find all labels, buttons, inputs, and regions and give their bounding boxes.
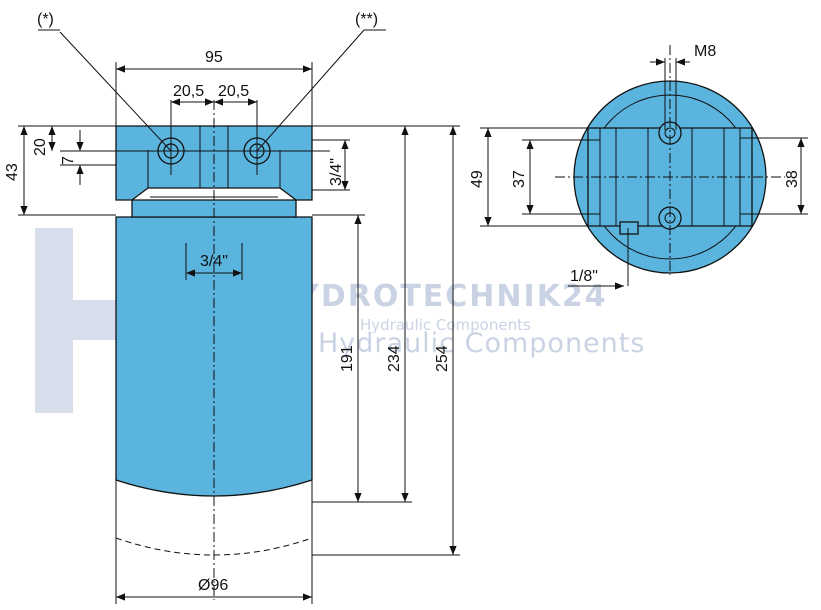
- dim-thread-m8: M8: [694, 43, 716, 60]
- dim-half-right: 20,5: [218, 83, 249, 100]
- dim-top-38: 38: [784, 170, 801, 188]
- dim-head-43: 43: [4, 163, 21, 181]
- dim-gauge-1-8: 1/8": [570, 268, 598, 285]
- top-view: M8 49 37 38 1/8": [469, 43, 808, 290]
- dim-length-191: 191: [339, 345, 356, 372]
- watermark-tagline: Hydraulic Components: [318, 328, 645, 359]
- side-view: (*) (**) 95 20,5 20,5 43 20 7 3/4" 3/: [4, 11, 460, 604]
- marker-port-b: (**): [355, 11, 378, 28]
- marker-port-a: (*): [37, 11, 54, 28]
- bowl-bottom-hidden: [115, 537, 313, 556]
- dim-length-254: 254: [434, 345, 451, 372]
- leader-port-b: [256, 29, 365, 152]
- dim-length-234: 234: [386, 345, 403, 372]
- dim-port-size: 3/4": [328, 158, 345, 186]
- dim-head-7: 7: [60, 156, 77, 165]
- watermark-brand: HYDROTECHNIK24: [270, 279, 608, 314]
- gauge-port: [619, 221, 639, 235]
- dim-top-37: 37: [511, 170, 528, 188]
- bowl-lower-outline: [115, 480, 313, 538]
- dim-outlet-size: 3/4": [200, 253, 228, 270]
- dim-half-left: 20,5: [173, 83, 204, 100]
- dim-head-20: 20: [32, 138, 49, 156]
- dim-top-49: 49: [469, 170, 486, 188]
- dim-width-95: 95: [205, 49, 223, 66]
- head-detail: [147, 126, 281, 198]
- dim-diameter: Ø96: [198, 577, 228, 594]
